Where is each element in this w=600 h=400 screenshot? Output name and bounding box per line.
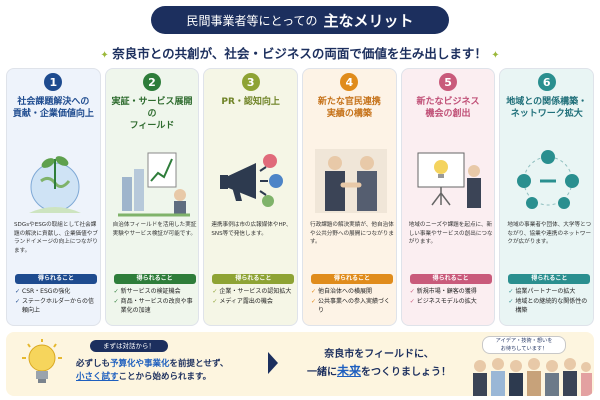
benefit-card-4: 4 新たな官民連携 実績の構築 行政課題の解決実績が、他自治体や公共分野への展開… (302, 68, 397, 326)
card-number: 2 (143, 73, 161, 91)
call-to-action-band: まずは対話から！ 必ずしも予算化や事業化を前提とせず、 小さく試すことから始めら… (6, 332, 594, 396)
cta-text: をつくりましょう！ (361, 367, 451, 378)
cta-text: 一緒に (306, 367, 337, 378)
cta-line1: 奈良市をフィールドに、 (324, 349, 434, 360)
gain-label: 得られること (212, 274, 295, 284)
gain-list: 協業パートナーの拡大 地域との継続的な関係性の構築 (508, 287, 592, 316)
gain-item: ステークホルダーからの信頼向上 (15, 297, 99, 315)
gain-label: 得られること (508, 274, 591, 284)
gain-item: 新規市場・顧客の獲得 (410, 287, 494, 296)
card-number: 6 (537, 73, 556, 91)
gain-label: 得られること (15, 274, 97, 284)
city-chart-icon (117, 152, 190, 217)
start-text: 必ずしも (76, 359, 111, 369)
page-subtitle: ✦ 奈良市との共創が、社会・ビジネスの両面で価値を生み出します！ ✦ (0, 43, 600, 62)
gain-item: メディア露出の機会 (212, 297, 296, 306)
gain-item: CSR・ESGの強化 (15, 287, 99, 296)
start-underline: 小さく試す (76, 372, 119, 382)
gain-item: 他自治体への横展開 (311, 287, 395, 296)
card-number: 1 (44, 73, 63, 91)
page-title-prefix: 民間事業者等にとっての (186, 13, 318, 28)
start-highlight: 予算化や事業化 (110, 359, 170, 369)
card-title: 社会課題解決への 貢献・企業価値向上 (12, 97, 94, 119)
benefit-card-6: 6 地域との関係構築・ ネットワーク拡大 地域の事業者や団体、大学等とつながり、… (499, 68, 595, 326)
globe-plant-icon (29, 156, 81, 213)
people-group-icon (473, 358, 592, 396)
arrow-right-icon (268, 352, 278, 374)
gain-item: 公共事業への参入実績づくり (311, 297, 395, 315)
card-title: 新たな官民連携 実績の構築 (317, 97, 381, 119)
card-number: 5 (439, 73, 458, 91)
lightbulb-icon (22, 339, 62, 383)
benefit-card-2: 2 実証・サービス展開の フィールド 自治体フィールドを活用した実証実験やサービ… (104, 68, 200, 326)
card-description: 連携事例は市の広報媒体やHP、SNS等で発信します。 (211, 222, 292, 237)
cta-highlight: 未来 (336, 364, 361, 378)
gain-list: 他自治体への横展開 公共事業への参入実績づくり (311, 287, 395, 316)
card-description: 自治体フィールドを活用した実証実験やサービス検証が可能です。 (112, 222, 197, 237)
card-number: 3 (241, 73, 260, 91)
presentation-icon (417, 152, 481, 208)
sparkle-icon: ✦ (491, 50, 500, 61)
benefit-card-1: 1 社会課題解決への 貢献・企業価値向上 SDGsやESGの取組として社会課題の… (6, 68, 101, 326)
benefit-cards: 1 社会課題解決への 貢献・企業価値向上 SDGsやESGの取組として社会課題の… (6, 68, 595, 326)
benefit-card-3: 3 PR・認知向上 連携事例は市の広報媒体やHP、SNS等で発信します。 得られ… (203, 68, 299, 326)
start-dialogue-badge: まずは対話から！ (90, 340, 168, 352)
page-title-strong: 主なメリット (323, 11, 414, 30)
gain-item: 商品・サービスの改良や事業化の加速 (114, 297, 198, 315)
gain-item: 地域との継続的な関係性の構築 (508, 297, 592, 315)
card-title: 実証・サービス展開の フィールド (111, 97, 193, 131)
gain-item: 協業パートナーの拡大 (508, 287, 592, 296)
gain-item: 新サービスの検証機会 (114, 287, 198, 296)
speech-bubble: アイデア・技術・想いを お待ちしています！ (482, 336, 566, 354)
start-text: を前提とせず、 (169, 359, 229, 369)
card-description: SDGsやESGの取組として社会課題の解決に貢献し、企業価値やブランドイメージの… (14, 222, 98, 254)
sparkle-icon: ✦ (100, 50, 113, 61)
gain-item: ビジネスモデルの拡大 (410, 297, 494, 306)
page-subtitle-text: 奈良市との共創が、社会・ビジネスの両面で価値を生み出します！ (112, 46, 487, 61)
gain-list: 企業・サービスの認知拡大 メディア露出の機会 (212, 287, 296, 307)
cta-message: 奈良市をフィールドに、 一緒に未来をつくりましょう！ (289, 346, 469, 381)
card-title: 地域との関係構築・ ネットワーク拡大 (506, 97, 588, 119)
benefit-card-5: 5 新たなビジネス 機会の創出 地域のニーズや課題を起点に、新しい事業やサービス… (400, 68, 496, 326)
handshake-icon (315, 149, 388, 213)
card-title: PR・認知向上 (221, 97, 280, 107)
card-description: 地域のニーズや課題を起点に、新しい事業やサービスの創出につながります。 (408, 222, 493, 246)
card-number: 4 (340, 73, 359, 91)
gain-label: 得られること (409, 274, 492, 284)
network-icon (517, 150, 580, 209)
gain-label: 得られること (311, 274, 394, 284)
gain-list: 新規市場・顧客の獲得 ビジネスモデルの拡大 (410, 287, 494, 307)
gain-list: CSR・ESGの強化 ステークホルダーからの信頼向上 (15, 287, 99, 316)
card-title: 新たなビジネス 機会の創出 (416, 97, 480, 119)
card-description: 地域の事業者や団体、大学等とつながり、協業や連携のネットワークが広がります。 (507, 222, 592, 246)
page-title: 民間事業者等にとっての 主なメリット (151, 6, 449, 34)
gain-item: 企業・サービスの認知拡大 (212, 287, 296, 296)
megaphone-icon (220, 154, 284, 207)
gain-label: 得られること (113, 274, 196, 284)
start-text: ことから始められます。 (118, 372, 212, 382)
start-message: 必ずしも予算化や事業化を前提とせず、 小さく試すことから始められます。 (76, 358, 228, 384)
card-description: 行政課題の解決実績が、他自治体や公共分野への展開につながります。 (310, 222, 394, 246)
gain-list: 新サービスの検証機会 商品・サービスの改良や事業化の加速 (114, 287, 198, 316)
